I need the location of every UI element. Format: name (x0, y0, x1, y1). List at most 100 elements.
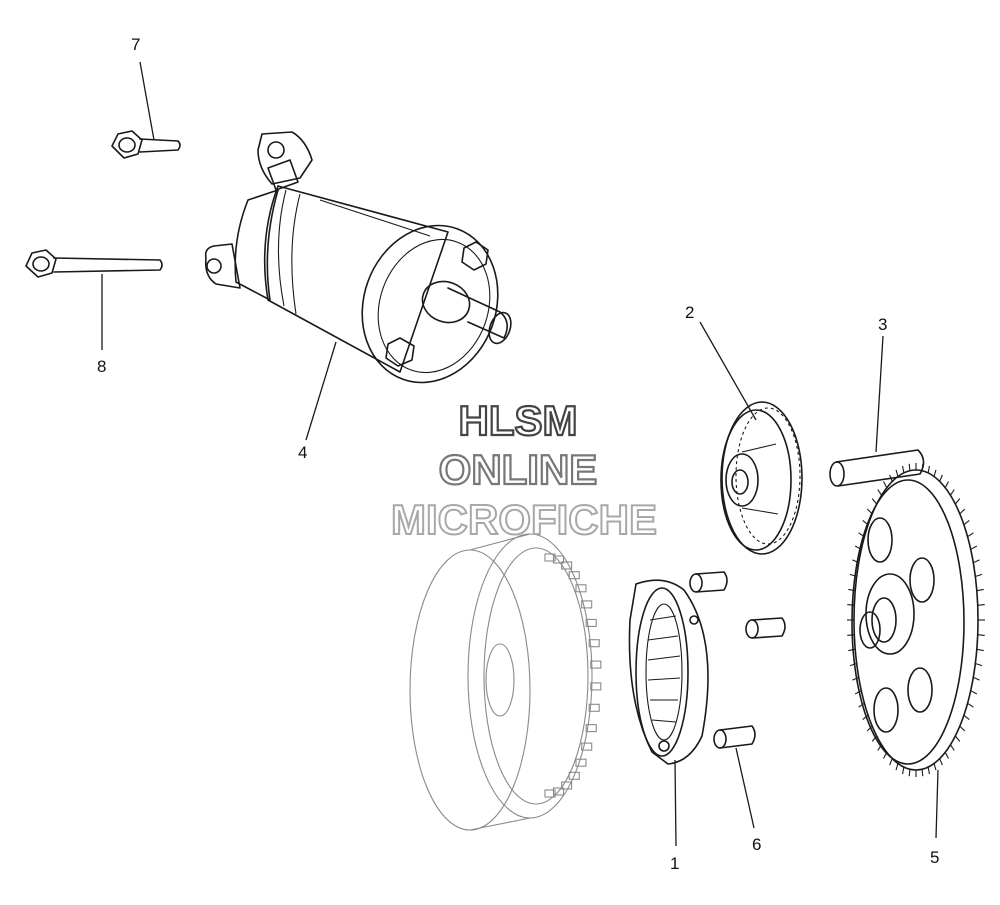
gear-tooth (889, 758, 893, 766)
gear-tooth (976, 648, 984, 652)
gear-tooth (901, 766, 905, 775)
gear-tooth (927, 766, 931, 775)
gear-tooth (921, 463, 924, 471)
gear-tooth (954, 735, 961, 742)
flywheel-reference (409, 533, 602, 831)
flywheel-slot (585, 724, 597, 733)
part-7-bolt (111, 130, 181, 159)
callout-3: 3 (878, 315, 887, 334)
callout-6: 6 (752, 835, 761, 854)
gear-tooth (883, 481, 888, 488)
gear-tooth (858, 532, 865, 538)
gear-tooth (944, 481, 949, 488)
gear-tooth (877, 744, 883, 751)
part-2-idler-gear (720, 401, 803, 555)
callout-4: 4 (298, 443, 307, 462)
flywheel-slot (544, 789, 556, 798)
gear-tooth (959, 508, 966, 515)
callout-8: 8 (97, 357, 106, 376)
gear-tooth (939, 474, 943, 482)
gear-tooth (967, 702, 974, 708)
gear-tooth (963, 519, 970, 526)
flywheel-slot (575, 758, 587, 767)
gear-tooth (949, 489, 955, 496)
gear-tooth (973, 676, 980, 681)
gear-tooth (975, 662, 983, 667)
flywheel-slot (581, 742, 593, 751)
watermark-line-1: HLSM (459, 397, 578, 444)
gear-tooth (977, 634, 985, 636)
callout-2: 2 (685, 303, 694, 322)
gear-tooth (973, 559, 980, 564)
gear-tooth (963, 714, 970, 721)
flywheel-slot (552, 787, 565, 796)
gear-tooth (959, 725, 966, 732)
gear-tooth (847, 604, 855, 606)
gear-tooth (895, 469, 899, 477)
watermark: HLSM ONLINE MICROFICHE (390, 396, 658, 544)
flywheel-slot (544, 553, 556, 562)
watermark-line-2: ONLINE (439, 446, 598, 493)
gear-tooth (933, 469, 937, 477)
gear-tooth (977, 604, 985, 606)
gear-tooth (854, 690, 862, 695)
flywheel-slot (588, 639, 600, 648)
flywheel-slot (585, 618, 597, 627)
flywheel-slot (568, 771, 580, 780)
gear-tooth (970, 690, 978, 695)
gear-tooth (889, 474, 893, 482)
gear-tooth (944, 752, 949, 759)
gear-tooth (866, 508, 873, 515)
gear-tooth (954, 498, 961, 505)
leader-lines (101, 61, 939, 847)
gear-tooth (848, 588, 856, 592)
gear-tooth (967, 532, 974, 538)
flywheel-slot (575, 584, 587, 593)
gear-tooth (976, 588, 984, 592)
part-1-starter-clutch (628, 579, 709, 765)
flywheel-slot (561, 561, 573, 570)
gear-tooth (895, 763, 899, 771)
gear-tooth (871, 735, 878, 742)
flywheel-slot (561, 781, 573, 790)
flywheel-slot (552, 555, 565, 564)
gear-tooth (847, 634, 855, 636)
gear-tooth (975, 573, 983, 578)
part-4-starter-motor (204, 131, 512, 384)
gear-tooth (970, 545, 978, 550)
callout-5: 5 (930, 848, 939, 867)
gear-tooth (883, 752, 888, 759)
flywheel-slot (581, 600, 593, 609)
callout-7: 7 (131, 35, 140, 54)
gear-tooth (862, 714, 869, 721)
gear-tooth (921, 769, 924, 777)
flywheel-slot (590, 660, 602, 669)
gear-tooth (939, 758, 943, 766)
gear-tooth (949, 744, 955, 751)
gear-tooth (866, 725, 873, 732)
gear-tooth (933, 763, 937, 771)
gear-tooth (852, 676, 859, 681)
gear-tooth (901, 465, 905, 474)
gear-tooth (849, 662, 857, 667)
gear-tooth (858, 702, 865, 708)
gear-tooth (854, 545, 862, 550)
part-8-bolt (25, 249, 163, 278)
gear-tooth (871, 498, 878, 505)
gear-tooth (927, 465, 931, 474)
gear-tooth (849, 573, 857, 578)
gear-tooth (852, 559, 859, 564)
gear-tooth (908, 463, 911, 471)
gear-tooth (877, 489, 883, 496)
part-3-shaft (829, 449, 925, 487)
flywheel-slot (588, 703, 600, 712)
part-6-bolts (689, 571, 786, 749)
callout-1: 1 (670, 854, 679, 873)
gear-tooth (862, 519, 869, 526)
watermark-line-3: MICROFICHE (391, 496, 657, 543)
gear-tooth (908, 769, 911, 777)
flywheel-slot (568, 571, 580, 580)
gear-tooth (848, 648, 856, 652)
